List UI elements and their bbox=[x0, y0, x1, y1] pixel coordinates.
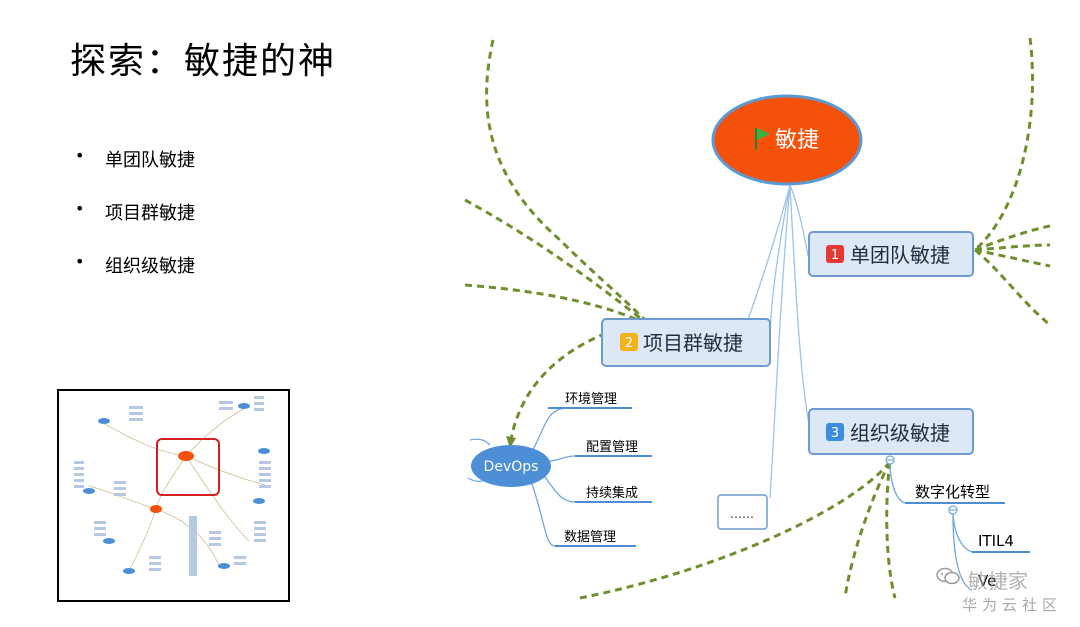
bullet-dot-icon: • bbox=[75, 146, 85, 165]
number-badge-icon bbox=[826, 423, 844, 441]
bullet-item: • 组织级敏捷 bbox=[75, 252, 195, 305]
branch-label: 单团队敏捷 bbox=[850, 243, 950, 267]
ellipsis-node: …… bbox=[717, 494, 768, 530]
branch-node-single-team: 1 单团队敏捷 bbox=[808, 231, 974, 277]
org-child-label: 数字化转型 bbox=[915, 483, 990, 501]
wechat-icon bbox=[936, 567, 960, 585]
svg-text:1: 1 bbox=[831, 248, 839, 263]
bullet-list: • 单团队敏捷 • 项目群敏捷 • 组织级敏捷 bbox=[75, 146, 195, 305]
branch-label: 项目群敏捷 bbox=[643, 331, 743, 355]
number-badge-icon bbox=[826, 245, 844, 263]
bullet-text: 单团队敏捷 bbox=[105, 150, 195, 171]
devops-child-label: 持续集成 bbox=[586, 485, 638, 501]
root-node: 敏捷 bbox=[711, 94, 863, 186]
devops-child-label: 环境管理 bbox=[565, 392, 617, 407]
svg-text:……: …… bbox=[730, 507, 754, 521]
mindmap-thumbnail bbox=[57, 389, 290, 602]
svg-text:DevOps: DevOps bbox=[484, 459, 539, 475]
devops-node: DevOps bbox=[471, 445, 551, 487]
branch-label: 组织级敏捷 bbox=[850, 421, 950, 445]
root-label: 敏捷 bbox=[775, 128, 819, 153]
watermark-community: 华为云社区 bbox=[962, 596, 1063, 614]
watermark-brand: 敏捷家 bbox=[968, 569, 1028, 593]
slide-title: 探索：敏捷的神 bbox=[70, 41, 337, 82]
branch-node-program: 2 项目群敏捷 bbox=[601, 318, 771, 367]
bullet-text: 项目群敏捷 bbox=[105, 203, 195, 224]
org-grandchild-label: ITIL4 bbox=[978, 532, 1014, 550]
bullet-dot-icon: • bbox=[75, 199, 85, 218]
svg-text:2: 2 bbox=[625, 336, 633, 351]
devops-underlines bbox=[548, 407, 652, 547]
org-grandchild-label: Ve bbox=[978, 572, 996, 590]
org-connectors bbox=[889, 461, 1030, 591]
bullet-item: • 单团队敏捷 bbox=[75, 146, 195, 199]
bullet-item: • 项目群敏捷 bbox=[75, 199, 195, 252]
thumbnail-graphic bbox=[74, 396, 271, 576]
arrowhead-icon bbox=[506, 436, 516, 448]
bullet-text: 组织级敏捷 bbox=[105, 256, 195, 277]
svg-text:3: 3 bbox=[831, 426, 839, 441]
devops-child-label: 配置管理 bbox=[586, 440, 638, 455]
bullet-dot-icon: • bbox=[75, 252, 85, 271]
branch-node-organization: 3 组织级敏捷 bbox=[808, 408, 974, 455]
number-badge-icon bbox=[620, 333, 638, 351]
flag-icon bbox=[757, 128, 770, 140]
devops-child-label: 数据管理 bbox=[564, 530, 616, 545]
